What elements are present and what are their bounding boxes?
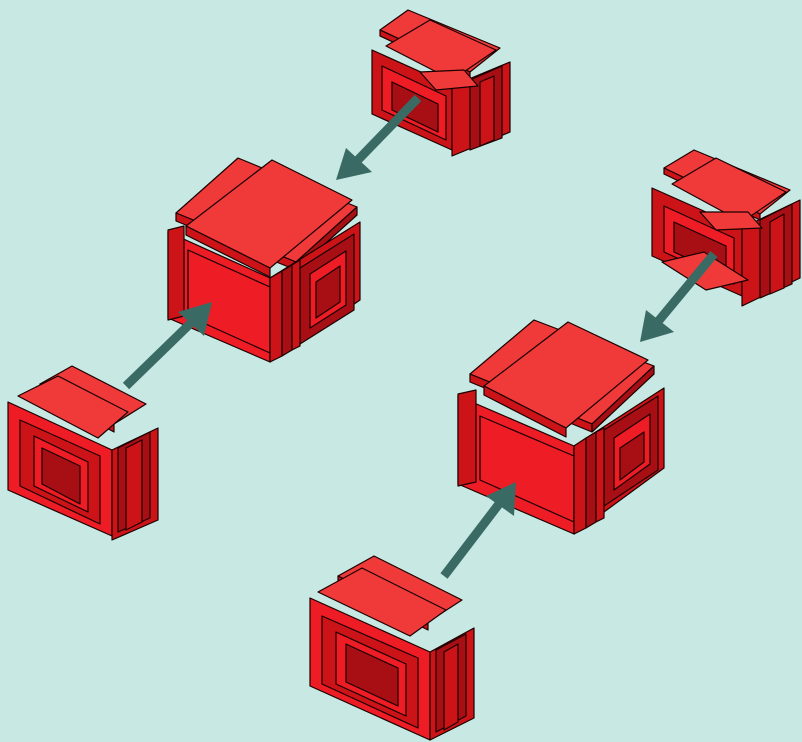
diagram-canvas (0, 0, 802, 742)
assembly-diagram (0, 0, 802, 742)
